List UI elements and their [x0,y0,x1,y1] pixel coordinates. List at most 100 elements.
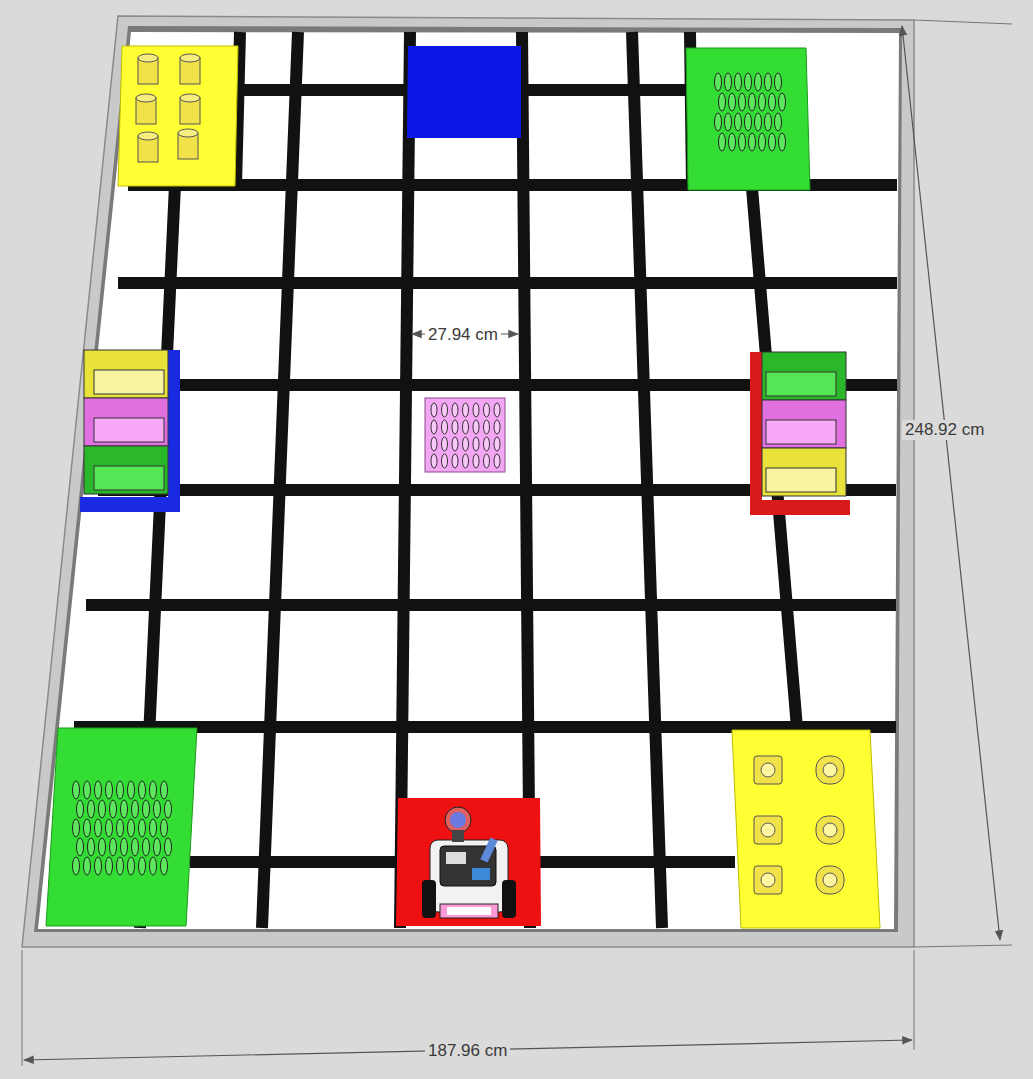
peg [165,800,172,818]
peg [775,73,782,91]
peg [739,133,746,151]
robot-wheel [422,880,436,918]
peg [715,73,722,91]
peg [442,420,448,434]
peg [484,403,490,417]
robot-chassis [430,840,508,912]
cargo-top [138,132,158,140]
peg [745,73,752,91]
peg [442,454,448,468]
bin-inner [94,418,164,442]
bin-inner [94,370,164,394]
peg [779,93,786,111]
peg [73,857,80,875]
cargo-block [816,866,844,894]
peg [121,838,128,856]
peg [759,133,766,151]
robot-part [480,837,497,862]
peg [139,781,146,799]
cargo-top [823,873,837,887]
cargo-top [136,94,156,102]
peg [128,857,135,875]
peg [765,113,772,131]
dimension-line [902,26,1000,940]
grid-line [632,32,662,928]
peg [73,819,80,837]
peg [765,73,772,91]
peg [154,838,161,856]
extension-line [22,950,23,1066]
peg [117,857,124,875]
robot-part [472,868,490,880]
peg [735,73,742,91]
robot-neck [452,830,464,842]
peg [431,403,437,417]
cargo-block [816,756,844,784]
peg [494,437,500,451]
grid-line [86,599,896,611]
peg [88,800,95,818]
red-start-zone [396,798,541,926]
dimension-line [24,1040,912,1060]
peg [106,781,113,799]
cargo-block [754,756,782,784]
cargo-top [180,94,200,102]
arena-floor [38,32,899,929]
peg [95,819,102,837]
peg [165,838,172,856]
yellow-zone [732,730,880,928]
peg [494,454,500,468]
peg [473,403,479,417]
arena-wall-inner [34,26,902,932]
dimension-label: 248.92 cm [902,420,987,440]
bin-inner [766,372,836,396]
peg [143,800,150,818]
peg [128,819,135,837]
peg [132,800,139,818]
peg [88,838,95,856]
grid-lines [74,32,897,928]
bin-side [80,497,180,512]
cargo-block [754,816,782,844]
robot-wheel [502,880,516,918]
grid-line [522,32,530,928]
peg [139,819,146,837]
cargo-top [178,129,198,137]
peg [77,800,84,818]
robot-battery-label [447,907,491,915]
peg [755,113,762,131]
peg [431,420,437,434]
peg [473,454,479,468]
peg [725,113,732,131]
bin [762,400,846,448]
peg [473,437,479,451]
peg [494,420,500,434]
peg [452,454,458,468]
bin-side [168,350,180,512]
extension-line [914,945,1012,947]
robot-head [445,807,471,833]
peg [99,800,106,818]
peg [735,113,742,131]
peg [150,857,157,875]
bin [84,446,168,494]
peg [110,800,117,818]
peg [99,838,106,856]
extension-line [914,950,915,1050]
peg [161,819,168,837]
peg [84,781,91,799]
robot [422,807,516,918]
peg [759,93,766,111]
cargo-top [138,54,158,62]
peg [150,819,157,837]
robot-part [446,852,466,864]
peg [161,857,168,875]
peg [154,800,161,818]
peg [139,857,146,875]
peg [463,437,469,451]
cargo-top [823,823,837,837]
peg [745,113,752,131]
peg [442,403,448,417]
peg [117,781,124,799]
